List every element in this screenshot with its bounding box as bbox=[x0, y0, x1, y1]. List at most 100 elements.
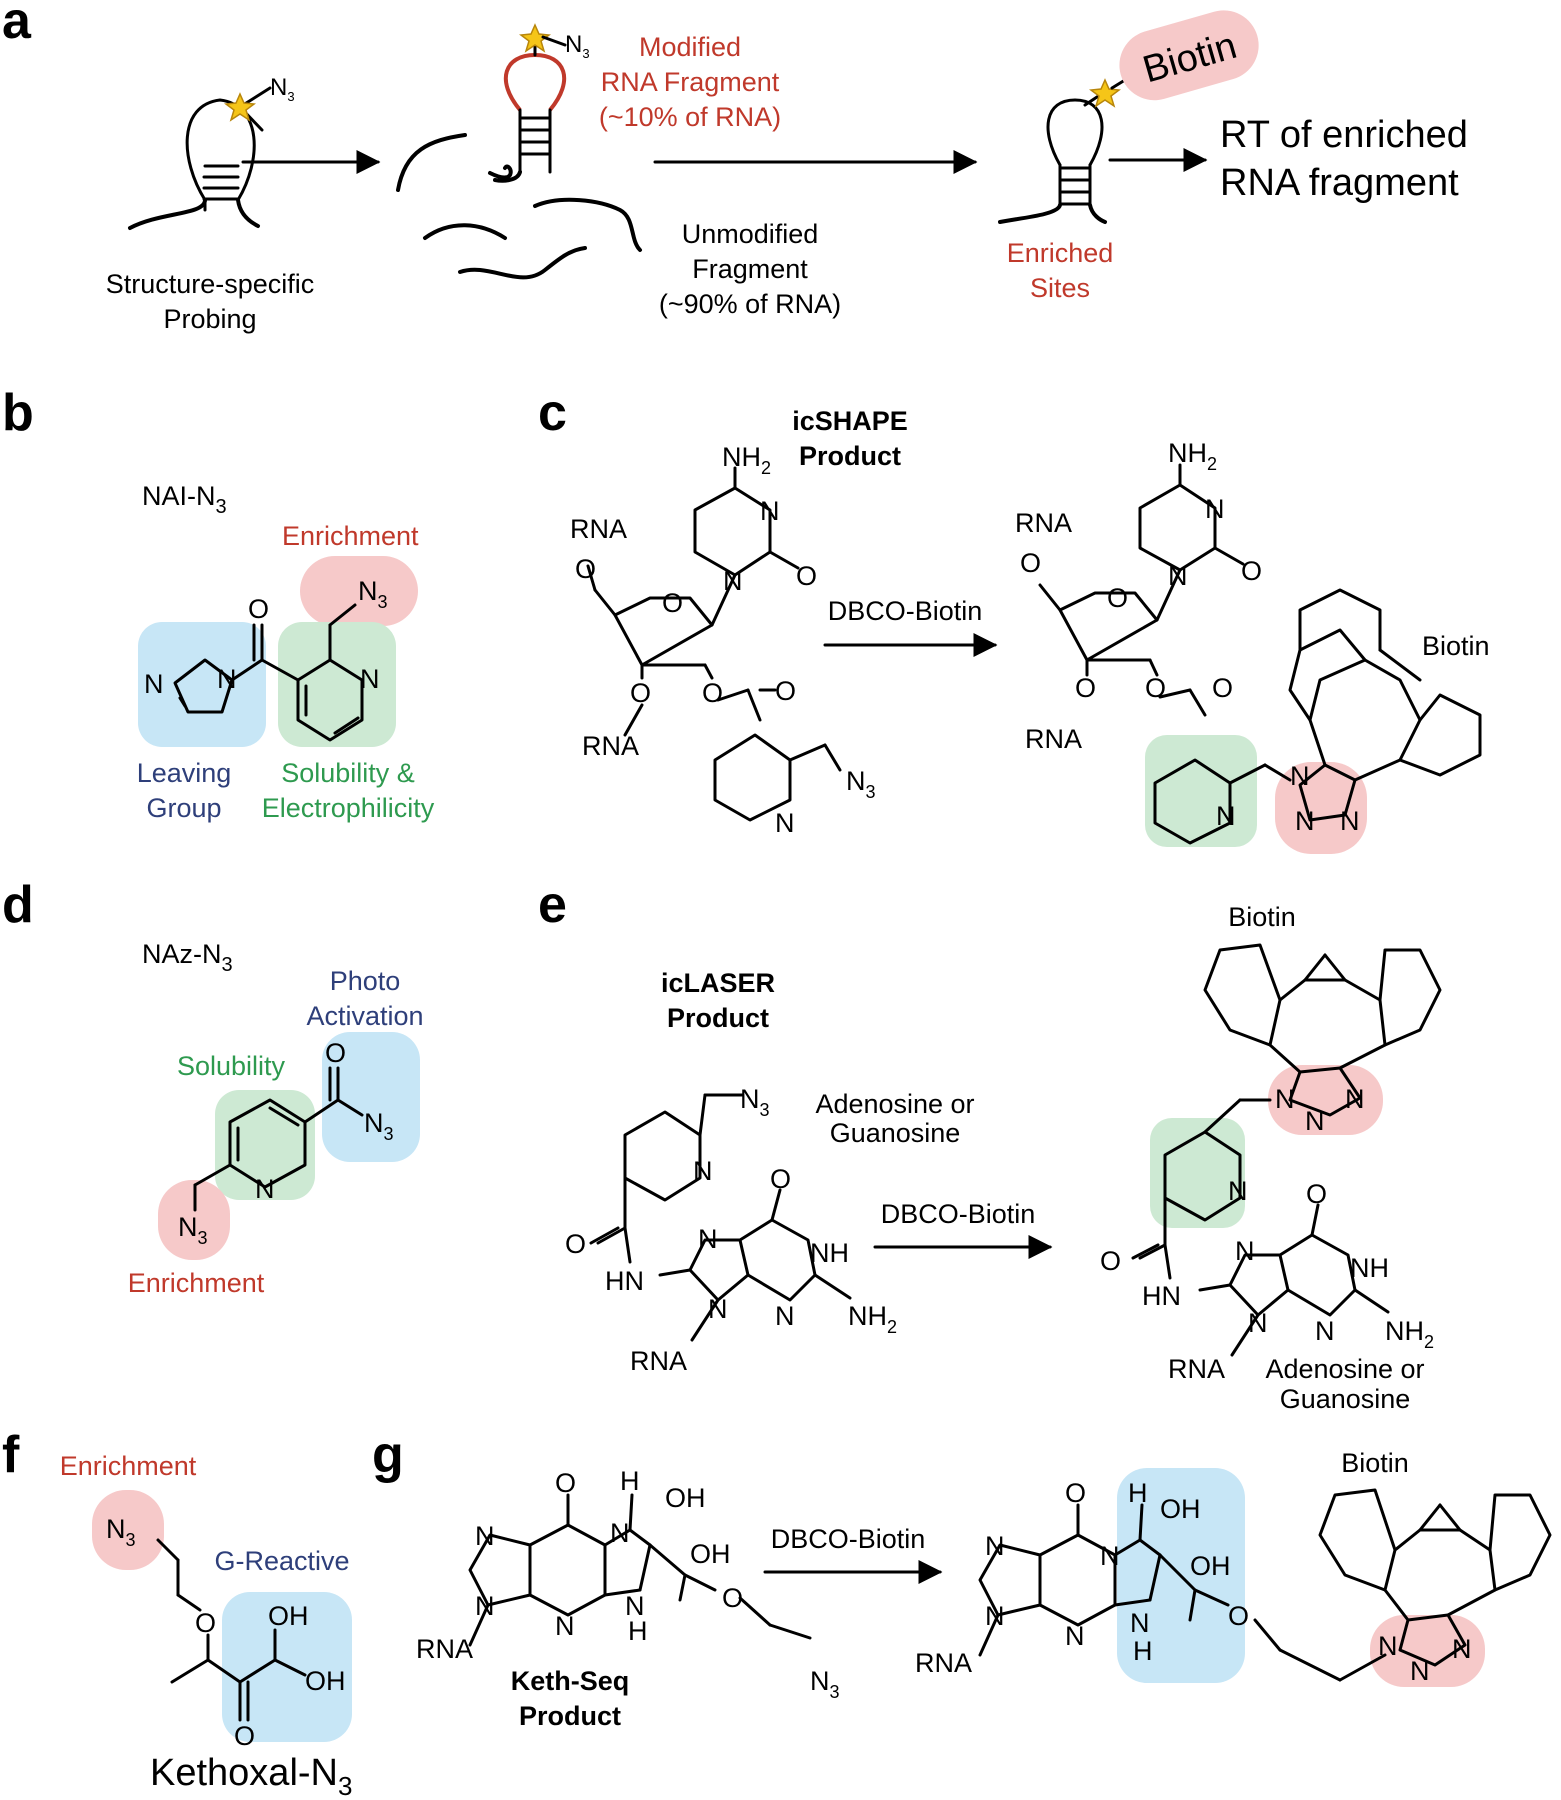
rt-label-1: RT of enriched bbox=[1220, 114, 1468, 156]
iclaser-rna: RNA bbox=[630, 1346, 687, 1376]
iclaser-product-n7: N bbox=[1235, 1236, 1255, 1266]
icshape-product-1: icSHAPE bbox=[792, 406, 908, 436]
ribose-o4: O bbox=[662, 588, 683, 618]
iclaser-base-note-2: Guanosine bbox=[830, 1118, 961, 1148]
kethoxal-name: Kethoxal-N3 bbox=[150, 1752, 352, 1800]
keth-reactant-h: H bbox=[620, 1466, 640, 1496]
iclaser-n7: N bbox=[698, 1224, 718, 1254]
keth-product-oh1: OH bbox=[1160, 1494, 1201, 1524]
keth-product-triazole-n2: N bbox=[1410, 1656, 1430, 1686]
unmodified-label-2: Fragment bbox=[692, 254, 808, 284]
ribose-o3: O bbox=[630, 678, 651, 708]
keth-reactant-oh2: OH bbox=[690, 1539, 731, 1569]
product-triazole-n3: N bbox=[1340, 806, 1360, 836]
keth-product-nh-h: H bbox=[1133, 1636, 1153, 1666]
nai-atom-o: O bbox=[248, 594, 269, 624]
nai-structure bbox=[173, 603, 364, 742]
keth-product-triazole-n1: N bbox=[1378, 1631, 1398, 1661]
nai-azide-highlight bbox=[300, 556, 418, 626]
keth-product-nh: N bbox=[1130, 1608, 1150, 1638]
panel-letter-a: a bbox=[2, 0, 32, 50]
ribose-o5: O bbox=[575, 554, 596, 584]
nai-solubility-label-2: Electrophilicity bbox=[262, 793, 435, 823]
panel-b: b NAI-N3 Enrichment N N O N N3 Leaving G… bbox=[2, 384, 435, 823]
star-icon bbox=[224, 92, 256, 122]
keth-reactant-n7: N bbox=[475, 1521, 495, 1551]
naz-atom-n: N bbox=[255, 1174, 275, 1204]
keth-product-oh2: OH bbox=[1190, 1551, 1231, 1581]
modified-label-3: (~10% of RNA) bbox=[599, 102, 781, 132]
reactant-pyridine-n: N bbox=[775, 808, 795, 838]
probing-label-1: Structure-specific bbox=[106, 269, 315, 299]
nai-leaving-label-2: Group bbox=[146, 793, 221, 823]
keth-ether-o: O bbox=[195, 1608, 216, 1638]
product-o2: O bbox=[1241, 556, 1262, 586]
keth-carbonyl-o: O bbox=[234, 1721, 255, 1751]
iclaser-product-nh2: NH2 bbox=[1385, 1316, 1434, 1352]
unmodified-label-1: Unmodified bbox=[682, 219, 819, 249]
keth-product-o6: O bbox=[1065, 1478, 1086, 1508]
nai-pyridine-highlight bbox=[278, 622, 396, 747]
icshape-reactant-structure bbox=[586, 466, 842, 822]
iclaser-reagent: DBCO-Biotin bbox=[881, 1199, 1036, 1229]
iclaser-azide: N3 bbox=[740, 1084, 770, 1120]
iclaser-pyridine-highlight bbox=[1150, 1118, 1245, 1228]
nai-atom-n3: N bbox=[360, 664, 380, 694]
kethoxal-structure bbox=[156, 1538, 307, 1722]
probing-label-2: Probing bbox=[163, 304, 256, 334]
keth-reactant-structure bbox=[468, 1493, 812, 1647]
product-rna-3prime: RNA bbox=[1025, 724, 1082, 754]
icshape-product-structure bbox=[1038, 463, 1482, 845]
icshape-triazole-highlight bbox=[1275, 762, 1367, 854]
keth-product-structure bbox=[978, 1488, 1552, 1682]
keth-product-n9: N bbox=[985, 1601, 1005, 1631]
keth-reactant-nh-h: H bbox=[628, 1616, 648, 1646]
iclaser-product-pyridine-n: N bbox=[1228, 1176, 1248, 1206]
keth-reactant-n9: N bbox=[475, 1591, 495, 1621]
keth-product-ether-o: O bbox=[1228, 1601, 1249, 1631]
panel-a: a N3 Structure-specific Probing bbox=[2, 0, 1468, 334]
keth-triazole-highlight bbox=[1370, 1615, 1485, 1687]
iclaser-product-structure bbox=[1131, 943, 1442, 1357]
nai-atom-azide: N3 bbox=[358, 576, 388, 612]
iclaser-product-amide-o: O bbox=[1100, 1246, 1121, 1276]
cytidine-n1: N bbox=[723, 566, 743, 596]
iclaser-amide-o: O bbox=[565, 1229, 586, 1259]
iclaser-nh: NH bbox=[810, 1238, 849, 1268]
biotin-tag: Biotin bbox=[1119, 10, 1259, 101]
keth-product-label-2: Product bbox=[519, 1701, 621, 1731]
keth-reactant-n1: N bbox=[610, 1518, 630, 1548]
keth-enrichment-label: Enrichment bbox=[60, 1451, 197, 1481]
keth-reactant-azide: N3 bbox=[810, 1666, 840, 1702]
rna-3prime: RNA bbox=[582, 731, 639, 761]
keth-oh-2: OH bbox=[305, 1666, 346, 1696]
iclaser-product-1: icLASER bbox=[661, 968, 775, 998]
iclaser-base-note-1: Adenosine or bbox=[815, 1089, 974, 1119]
keth-oh-1: OH bbox=[268, 1601, 309, 1631]
cytidine-n3: N bbox=[760, 496, 780, 526]
iclaser-triazole-n3: N bbox=[1345, 1084, 1365, 1114]
keth-reactant-o6: O bbox=[555, 1468, 576, 1498]
probe-molecule: N3 bbox=[224, 74, 295, 132]
biotin-badge bbox=[1119, 10, 1259, 101]
panel-letter-d: d bbox=[2, 876, 34, 934]
keth-reactant-rna: RNA bbox=[416, 1634, 473, 1664]
product-triazole-n2: N bbox=[1295, 806, 1315, 836]
naz-name: NAz-N3 bbox=[142, 939, 233, 976]
star-icon bbox=[519, 23, 551, 53]
iclaser-nh2: NH2 bbox=[848, 1301, 897, 1337]
iclaser-product-rna: RNA bbox=[1168, 1354, 1225, 1384]
keth-product-n1: N bbox=[1100, 1541, 1120, 1571]
keth-product-biotin: Biotin bbox=[1341, 1448, 1409, 1478]
cytidine-o2: O bbox=[796, 561, 817, 591]
iclaser-n9: N bbox=[708, 1294, 728, 1324]
nai-leaving-group-highlight bbox=[138, 622, 266, 747]
product-triazole-n1: N bbox=[1290, 761, 1310, 791]
keth-reagent: DBCO-Biotin bbox=[771, 1524, 926, 1554]
rna-5prime: RNA bbox=[570, 514, 627, 544]
product-o2prime: O bbox=[1145, 673, 1166, 703]
naz-photo-highlight bbox=[322, 1032, 420, 1162]
iclaser-product-note-2: Guanosine bbox=[1280, 1384, 1411, 1414]
naz-atom-o: O bbox=[325, 1038, 346, 1068]
ester-o: O bbox=[775, 676, 796, 706]
